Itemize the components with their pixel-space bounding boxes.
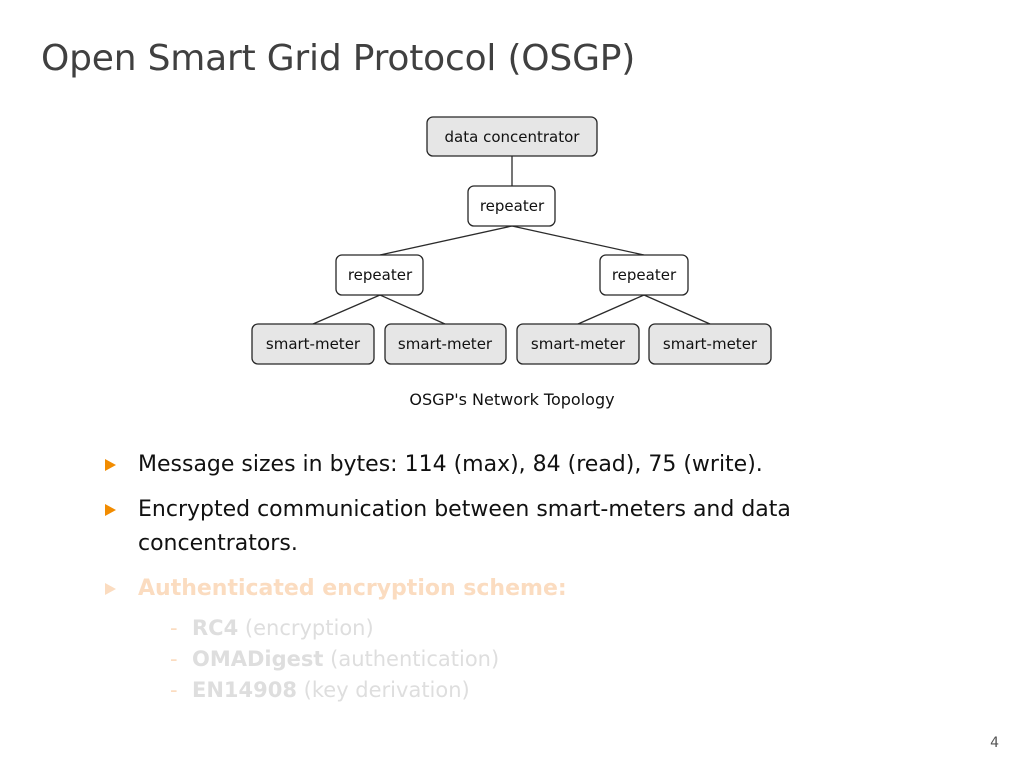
node-smart-meter-3-box bbox=[516, 323, 640, 365]
bullet-item: Encrypted communication between smart-me… bbox=[105, 493, 865, 561]
node-smart-meter-4-label: smart-meter bbox=[663, 335, 758, 353]
sub-bullet-term: OMADigest bbox=[192, 647, 324, 671]
node-smart-meter-2-label: smart-meter bbox=[398, 335, 493, 353]
triangle-bullet-icon bbox=[105, 459, 116, 471]
sub-bullet-desc: (encryption) bbox=[244, 616, 374, 640]
node-repeater-top-box bbox=[467, 185, 556, 227]
node-smart-meter-1-label: smart-meter bbox=[266, 335, 361, 353]
node-repeater-top: repeater bbox=[467, 185, 556, 227]
node-data-concentrator: data concentrator bbox=[426, 116, 598, 157]
edge-right-meter-3 bbox=[577, 294, 645, 325]
node-repeater-left-label: repeater bbox=[348, 266, 413, 284]
node-smart-meter-4: smart-meter bbox=[648, 323, 772, 365]
edge-left-meter-2 bbox=[379, 294, 446, 325]
sub-bullet-term: EN14908 bbox=[192, 678, 297, 702]
sub-bullet-item: -RC4 (encryption) bbox=[170, 613, 499, 644]
sub-bullet-desc: (key derivation) bbox=[303, 678, 470, 702]
node-smart-meter-4-box bbox=[648, 323, 772, 365]
triangle-bullet-icon bbox=[105, 583, 116, 595]
node-repeater-right: repeater bbox=[599, 254, 689, 296]
node-repeater-top-label: repeater bbox=[480, 197, 545, 215]
page-number: 4 bbox=[990, 735, 999, 751]
bullet-text: Encrypted communication between smart-me… bbox=[138, 497, 791, 556]
bullet-list: Message sizes in bytes: 114 (max), 84 (r… bbox=[105, 448, 865, 610]
node-smart-meter-2: smart-meter bbox=[384, 323, 507, 365]
bullet-text: Message sizes in bytes: 114 (max), 84 (r… bbox=[138, 452, 763, 477]
node-smart-meter-1: smart-meter bbox=[251, 323, 375, 365]
sub-bullet-term: RC4 bbox=[192, 616, 239, 640]
sub-bullet-dash: - bbox=[170, 678, 178, 702]
node-smart-meter-3-label: smart-meter bbox=[531, 335, 626, 353]
node-smart-meter-3: smart-meter bbox=[516, 323, 640, 365]
edge-right-meter-4 bbox=[643, 294, 711, 325]
edge-repeater-top-right bbox=[511, 225, 645, 256]
edge-repeater-top-left bbox=[379, 225, 513, 256]
bullet-item-faded: Authenticated encryption scheme: bbox=[105, 572, 865, 606]
sub-bullet-item: -OMADigest (authentication) bbox=[170, 644, 499, 675]
node-data-concentrator-label: data concentrator bbox=[445, 128, 581, 146]
sub-bullet-item: -EN14908 (key derivation) bbox=[170, 675, 499, 706]
sub-bullet-dash: - bbox=[170, 616, 178, 640]
node-smart-meter-2-box bbox=[384, 323, 507, 365]
node-repeater-left-box bbox=[335, 254, 424, 296]
sub-bullet-list: -RC4 (encryption) -OMADigest (authentica… bbox=[170, 613, 499, 706]
bullet-item: Message sizes in bytes: 114 (max), 84 (r… bbox=[105, 448, 865, 482]
node-repeater-left: repeater bbox=[335, 254, 424, 296]
sub-bullet-desc: (authentication) bbox=[330, 647, 500, 671]
node-smart-meter-1-box bbox=[251, 323, 375, 365]
triangle-bullet-icon bbox=[105, 504, 116, 516]
node-data-concentrator-box bbox=[426, 116, 598, 157]
slide-title: Open Smart Grid Protocol (OSGP) bbox=[41, 38, 636, 79]
node-repeater-right-label: repeater bbox=[612, 266, 677, 284]
diagram-caption: OSGP's Network Topology bbox=[409, 390, 615, 409]
node-repeater-right-box bbox=[599, 254, 689, 296]
edge-left-meter-1 bbox=[312, 294, 381, 325]
sub-bullet-dash: - bbox=[170, 647, 178, 671]
bullet-text: Authenticated encryption scheme: bbox=[138, 576, 567, 601]
